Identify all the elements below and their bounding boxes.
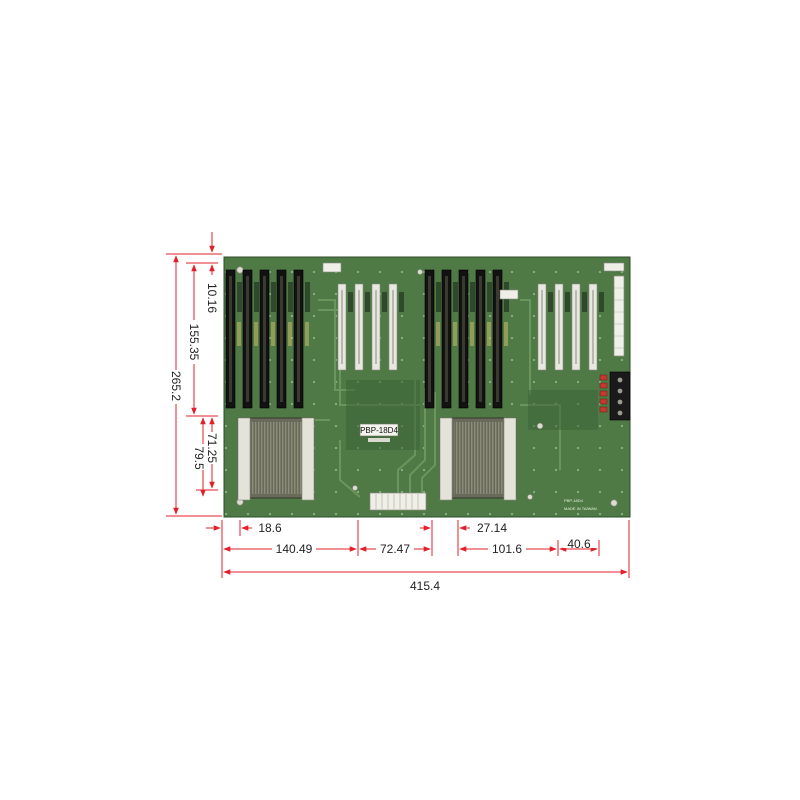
isa-slot (259, 269, 276, 409)
isa-slot (441, 269, 458, 409)
dimension-label-seg-2: 72.47 (380, 542, 410, 556)
sbc-connector-left (237, 417, 315, 501)
isa-slot (242, 269, 259, 409)
dimension-label-seg-3: 101.6 (492, 542, 522, 556)
header-connectors-top (322, 262, 625, 300)
dimension-label-seg-1: 140.49 (276, 542, 313, 556)
terminal-block (609, 371, 631, 421)
dimension-label-lower-b: 79.5 (192, 446, 206, 470)
pci-slot (371, 283, 387, 371)
dimension-label-gap-right: 27.14 (477, 521, 507, 535)
dimension-label-height-total: 265.2 (169, 371, 183, 401)
pci-slot (554, 283, 570, 371)
isa-slot (225, 269, 242, 409)
pci-slot-group-middle (337, 283, 404, 371)
dimension-label-top-offset: 10.16 (205, 283, 219, 313)
isa-slot (475, 269, 492, 409)
dimension-labels: 265.2 10.16 155.35 71.25 79.5 18.6 27.14… (169, 283, 595, 593)
pci-slot (588, 283, 604, 371)
led-indicators (599, 374, 608, 413)
isa-slot (293, 269, 310, 409)
board-silkscreen-text: PBP-18D4 (564, 498, 584, 503)
dimension-label-width-total: 415.4 (410, 579, 440, 593)
board-silkscreen-text: MADE IN TAIWAN (564, 506, 597, 511)
isa-slot (424, 269, 441, 409)
board-model-text: PBP-18D4 (360, 426, 398, 435)
pci-slot (354, 283, 370, 371)
pci-slot (537, 283, 553, 371)
dimension-label-slot-length: 155.35 (187, 324, 201, 361)
pci-slot (337, 283, 353, 371)
isa-slot (458, 269, 475, 409)
power-connector-bottom (369, 492, 427, 511)
sbc-connector-right (439, 417, 517, 501)
isa-slot-group-left (225, 269, 310, 409)
dimension-label-lower-a: 71.25 (205, 433, 219, 463)
board-model-label: PBP-18D4 (359, 423, 398, 442)
backplane-board: PBP-18D4 PBP-18D4 MADE IN TAIWAN (223, 256, 631, 518)
isa-slot (276, 269, 293, 409)
pci-slot-group-right (537, 283, 604, 371)
atx-power-connector (613, 275, 625, 357)
dimension-label-left-offset: 18.6 (258, 521, 282, 535)
dimension-label-seg-4: 40.6 (567, 537, 591, 551)
pci-slot (388, 283, 404, 371)
pci-slot (571, 283, 587, 371)
